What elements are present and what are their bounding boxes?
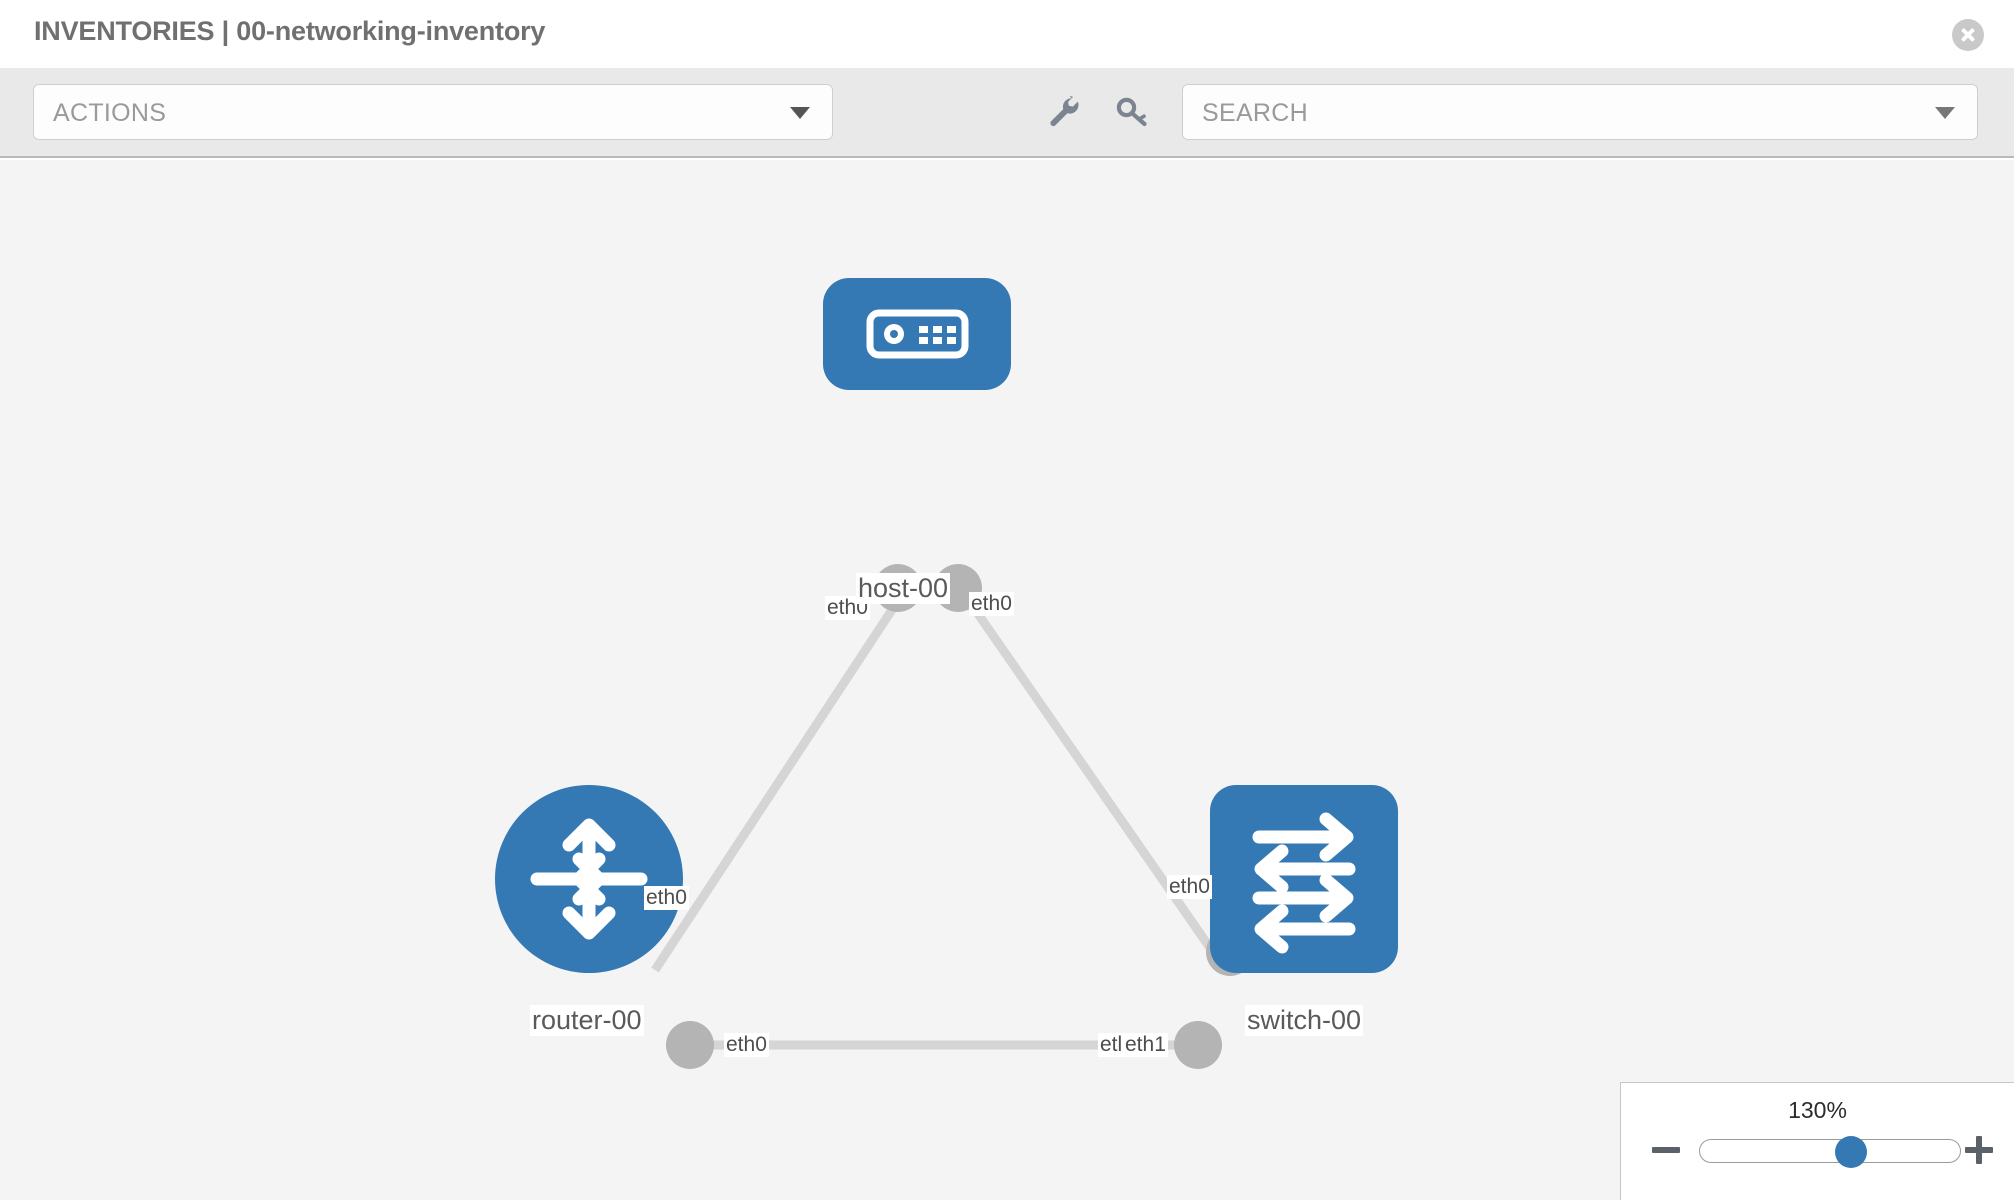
topology-canvas[interactable]: eth0 eth0 host-00 eth0 eth0 eth0 etl eth… — [0, 160, 2014, 1200]
chevron-down-icon — [790, 107, 810, 119]
zoom-control-panel: 130% — [1620, 1082, 2014, 1200]
server-device-icon — [866, 309, 969, 359]
iface-label: etl — [1098, 1033, 1125, 1057]
minus-icon — [1652, 1147, 1680, 1153]
iface-label: eth0 — [969, 592, 1014, 616]
node-label-host-00: host-00 — [856, 573, 951, 604]
wrench-icon[interactable] — [1046, 94, 1082, 130]
page-title: INVENTORIES | 00-networking-inventory — [34, 16, 546, 46]
key-icon[interactable] — [1114, 94, 1150, 130]
link-host-switch — [956, 585, 1219, 958]
zoom-out-button[interactable] — [1649, 1133, 1683, 1167]
node-router-00[interactable] — [495, 785, 683, 973]
iface-label: eth1 — [1123, 1033, 1168, 1057]
chevron-down-icon — [1935, 107, 1955, 119]
actions-dropdown[interactable]: ACTIONS — [33, 84, 833, 140]
zoom-slider-row — [1621, 1133, 2014, 1173]
iface-label: eth0 — [724, 1033, 769, 1057]
plus-icon-stroke — [1976, 1136, 1982, 1164]
actions-dropdown-label: ACTIONS — [53, 99, 167, 127]
iface-label: eth0 — [1167, 875, 1212, 899]
zoom-slider[interactable] — [1699, 1136, 1961, 1168]
node-label-router-00: router-00 — [530, 1005, 644, 1036]
zoom-in-button[interactable] — [1962, 1133, 1996, 1167]
page-header: INVENTORIES | 00-networking-inventory — [0, 0, 2014, 68]
iface-label: eth0 — [644, 886, 689, 910]
port-switch-eth1 — [1174, 1021, 1222, 1069]
zoom-level-label: 130% — [1788, 1097, 1847, 1123]
search-input[interactable]: SEARCH — [1182, 84, 1978, 140]
node-host-00[interactable] — [823, 278, 1011, 390]
link-host-router — [651, 587, 909, 973]
close-button[interactable] — [1952, 19, 1984, 51]
port-router-eth0 — [666, 1021, 714, 1069]
zoom-slider-thumb[interactable] — [1834, 1136, 1867, 1168]
router-four-arrows-icon — [530, 818, 648, 940]
switch-arrows-icon — [1252, 812, 1356, 954]
toolbar: ACTIONS SEARCH — [0, 68, 2014, 158]
search-placeholder: SEARCH — [1202, 99, 1308, 127]
node-label-switch-00: switch-00 — [1245, 1005, 1364, 1036]
node-switch-00[interactable] — [1210, 785, 1398, 973]
